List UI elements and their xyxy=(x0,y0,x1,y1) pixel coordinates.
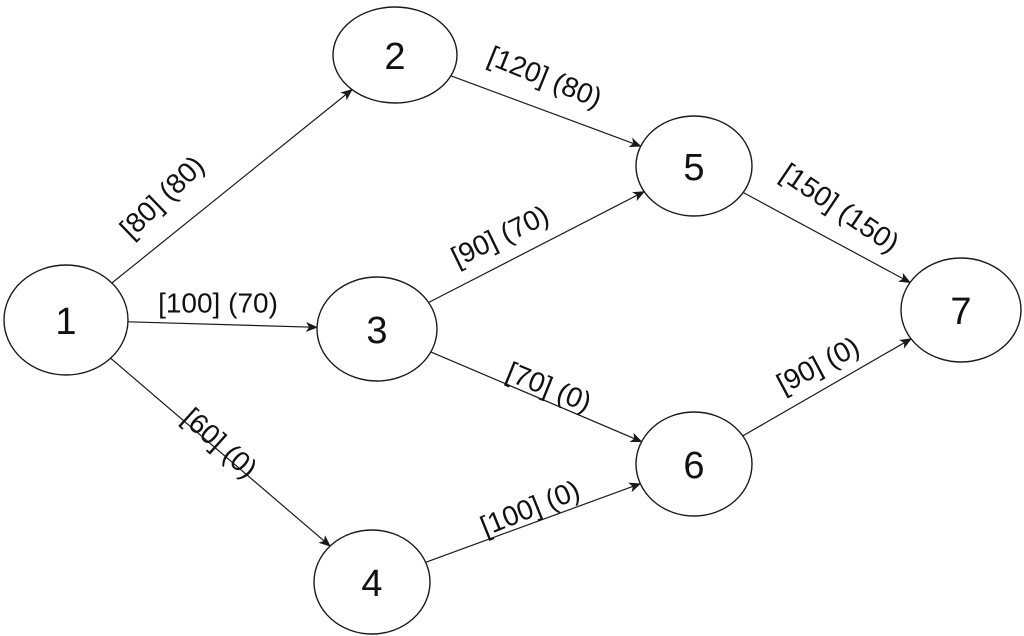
node-1-label: 1 xyxy=(55,301,76,343)
edge-3-6-label: [70] (0) xyxy=(502,356,596,418)
node-3-label: 3 xyxy=(366,310,387,352)
node-2: 2 xyxy=(332,6,458,104)
node-3-ellipse xyxy=(316,276,438,382)
edge-1-4: [60] (0) xyxy=(110,357,331,547)
edge-3-5-line xyxy=(428,191,646,304)
node-6: 6 xyxy=(635,411,753,517)
edge-6-7: [90] (0) xyxy=(742,330,912,437)
node-2-ellipse xyxy=(332,6,458,104)
node-1-ellipse xyxy=(3,264,129,376)
edge-3-5-label: [90] (70) xyxy=(446,199,553,273)
edge-4-6: [100] (0) xyxy=(425,474,642,563)
node-5-ellipse xyxy=(635,115,753,217)
edge-5-7-label: [150] (150) xyxy=(775,157,905,258)
node-6-label: 6 xyxy=(683,445,704,487)
edge-4-6-label: [100] (0) xyxy=(476,474,584,542)
edge-5-7: [150] (150) xyxy=(742,157,911,284)
node-5-label: 5 xyxy=(683,147,704,189)
edge-1-3-line xyxy=(127,321,318,332)
edge-6-7-line xyxy=(742,338,912,437)
edge-3-6: [70] (0) xyxy=(430,351,643,443)
node-7-ellipse xyxy=(900,257,1022,363)
edge-1-4-label: [60] (0) xyxy=(177,402,264,484)
edges-layer: [80] (80) [100] (70) [60] (0) [120] (80)… xyxy=(110,40,912,563)
edge-1-3-label: [100] (70) xyxy=(158,288,278,319)
nodes-layer: 1 2 3 4 5 6 7 xyxy=(3,6,1022,635)
edge-3-6-line xyxy=(430,351,643,443)
node-4-ellipse xyxy=(313,529,431,635)
edge-1-2: [80] (80) xyxy=(111,88,353,284)
edge-1-4-line xyxy=(110,357,331,547)
node-6-ellipse xyxy=(635,411,753,517)
edge-6-7-label: [90] (0) xyxy=(772,330,865,399)
edge-2-5-line xyxy=(450,75,642,148)
edge-3-5: [90] (70) xyxy=(428,191,646,304)
node-1: 1 xyxy=(3,264,129,376)
edge-2-5-label: [120] (80) xyxy=(484,40,607,114)
edge-1-2-label: [80] (80) xyxy=(114,150,211,245)
node-4-label: 4 xyxy=(361,563,382,605)
edge-2-5: [120] (80) xyxy=(450,40,642,148)
edge-4-6-line xyxy=(425,482,642,563)
node-5: 5 xyxy=(635,115,753,217)
edge-1-2-line xyxy=(111,88,353,284)
edge-5-7-line xyxy=(742,191,911,284)
node-3: 3 xyxy=(316,276,438,382)
node-7-label: 7 xyxy=(950,291,971,333)
node-7: 7 xyxy=(900,257,1022,363)
edge-1-3: [100] (70) xyxy=(127,288,318,332)
node-4: 4 xyxy=(313,529,431,635)
node-2-label: 2 xyxy=(384,36,405,78)
